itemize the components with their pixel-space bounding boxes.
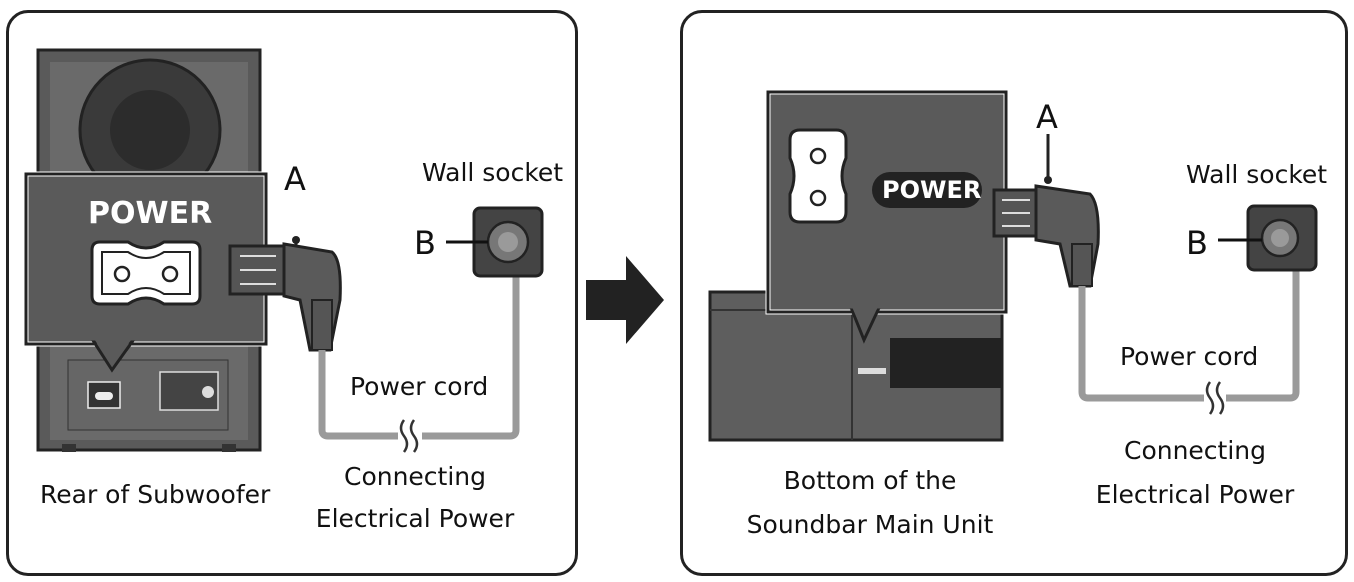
power-cord-right bbox=[1078, 236, 1300, 402]
power-label-left: POWER bbox=[88, 196, 213, 231]
socket-label-b-left: B bbox=[414, 224, 436, 262]
wall-socket-icon bbox=[446, 206, 544, 278]
power-cord-label-left: Power cord bbox=[350, 372, 489, 401]
connector-label-a-left: A bbox=[284, 160, 306, 198]
panel-soundbar bbox=[680, 10, 1348, 576]
caption-connecting-right: Connecting bbox=[1123, 436, 1267, 465]
wall-socket-icon bbox=[1218, 204, 1318, 272]
power-label-right: POWER bbox=[882, 176, 982, 204]
device-caption-soundbar-line2: Soundbar Main Unit bbox=[746, 510, 994, 539]
wall-socket-label-left: Wall socket bbox=[422, 158, 564, 187]
power-callout-left bbox=[23, 171, 269, 373]
device-caption-soundbar-line1: Bottom of the bbox=[783, 466, 957, 495]
power-callout-right bbox=[765, 89, 1009, 344]
socket-label-b-right: B bbox=[1186, 224, 1208, 262]
power-cord-left bbox=[318, 246, 520, 440]
power-cord-label-right: Power cord bbox=[1120, 342, 1259, 371]
caption-electrical-power-right: Electrical Power bbox=[1095, 480, 1295, 509]
power-plug-icon bbox=[992, 176, 1100, 288]
caption-connecting-left: Connecting bbox=[343, 462, 487, 491]
wall-socket-label-right: Wall socket bbox=[1186, 160, 1328, 189]
device-caption-subwoofer: Rear of Subwoofer bbox=[40, 480, 271, 509]
power-inlet-icon bbox=[90, 240, 202, 306]
connector-label-a-right: A bbox=[1036, 98, 1058, 136]
caption-electrical-power-left: Electrical Power bbox=[315, 504, 515, 533]
power-plug-icon bbox=[228, 236, 342, 352]
power-inlet-icon bbox=[788, 128, 848, 224]
arrow-right-icon bbox=[586, 256, 664, 344]
